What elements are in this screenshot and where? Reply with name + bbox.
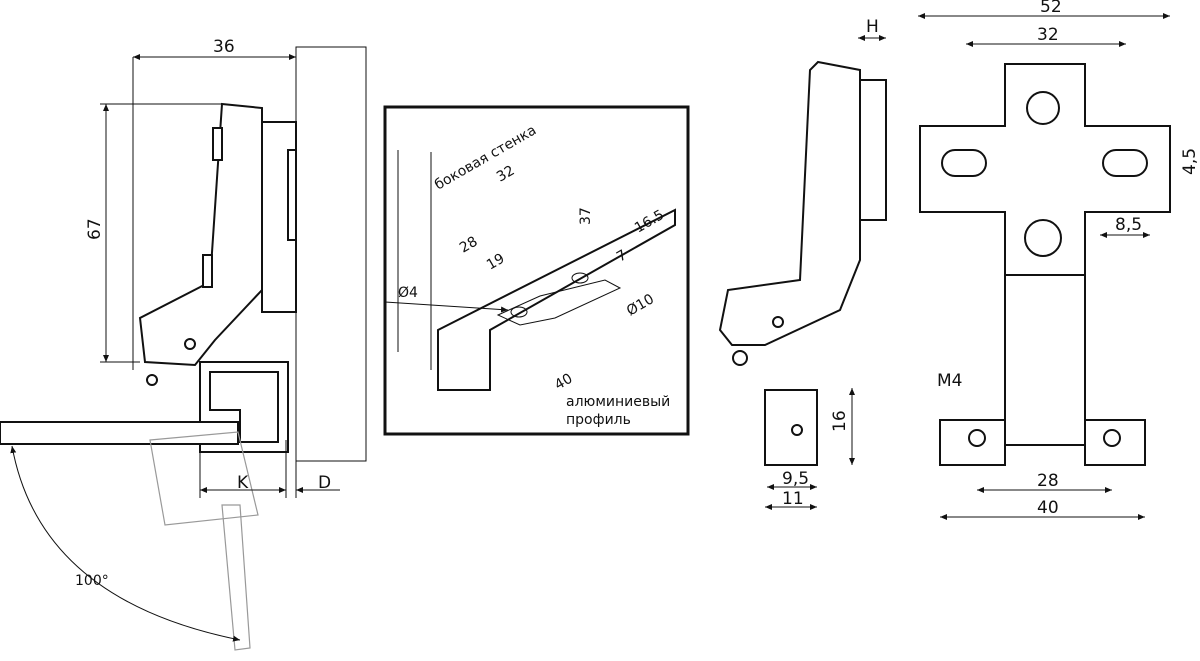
opening-angle: 100°	[75, 573, 109, 589]
front-dim-52: 52	[1040, 0, 1062, 17]
front-dim-40: 40	[1037, 498, 1059, 518]
cabinet-wall	[295, 46, 367, 462]
installation-inset: боковая стенка 32 37 16.5 28 19 7 Ø4 Ø10…	[383, 105, 690, 436]
thread-m4: M4	[937, 371, 962, 391]
inset-dim-37: 37	[578, 207, 594, 225]
side-profile-clip	[764, 389, 818, 466]
dim-d: D	[318, 473, 331, 493]
left-side-view: 36 67 100° K D	[0, 37, 367, 651]
dim-k: K	[237, 473, 249, 493]
door-panel	[0, 421, 239, 445]
hinge-front-view: 52 32 4,5 8,5 M4 28 40	[918, 0, 1200, 520]
side-hinge-cup-arm	[718, 60, 861, 346]
inset-dim-28: 28	[457, 234, 480, 257]
dim-h: H	[866, 17, 879, 37]
profile-label-1: алюминиевый	[566, 394, 670, 410]
fixing-screw	[1024, 219, 1062, 257]
side-dim-11: 11	[782, 489, 804, 509]
side-dim-16: 16	[830, 410, 850, 432]
adjustment-screw	[1026, 91, 1060, 125]
inset-dim-40: 40	[552, 371, 575, 394]
hinge-arm	[138, 102, 263, 367]
front-dim-8-5: 8,5	[1115, 215, 1142, 235]
profile-label-2: профиль	[566, 412, 631, 428]
dim-67: 67	[85, 218, 105, 240]
inset-dim-32: 32	[494, 163, 517, 186]
hole-4-label: Ø4	[398, 285, 418, 301]
inset-dim-19: 19	[484, 251, 507, 274]
front-dim-32: 32	[1037, 25, 1059, 45]
inset-profile	[437, 208, 676, 391]
front-dim-4-5: 4,5	[1180, 148, 1200, 175]
hinge-side-view: H 16 9,5 11	[718, 17, 887, 510]
front-hinge-arm	[1004, 274, 1086, 446]
door-open-position	[221, 504, 251, 651]
side-mounting-plate	[859, 79, 887, 221]
front-dim-28: 28	[1037, 471, 1059, 491]
front-profile-clip	[939, 419, 1146, 466]
front-mounting-plate	[919, 63, 1171, 276]
side-dim-9-5: 9,5	[782, 469, 809, 489]
dim-36: 36	[213, 37, 235, 57]
